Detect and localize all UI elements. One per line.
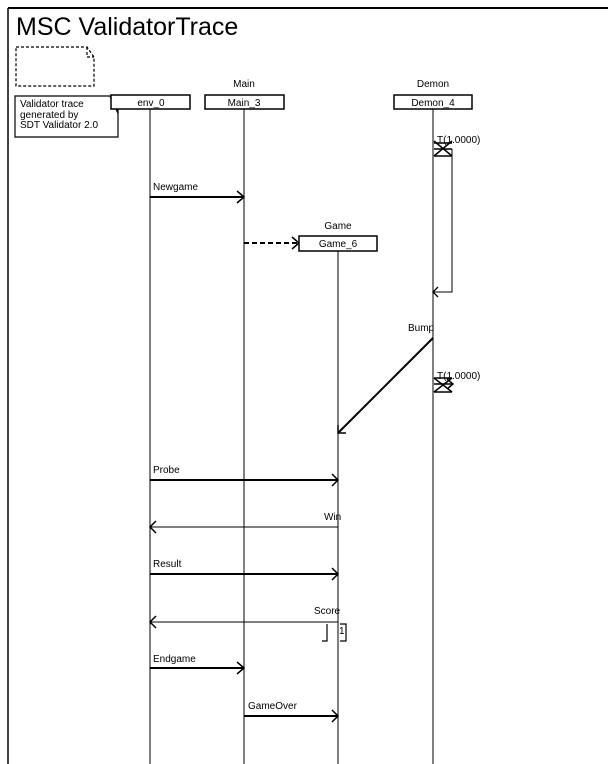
message-label: Probe [153, 465, 180, 476]
message-newgame[interactable] [150, 190, 246, 204]
message-label: Newgame [153, 182, 198, 193]
diagram-title: MSC ValidatorTrace [16, 13, 238, 41]
message-label: GameOver [248, 701, 298, 712]
message-score[interactable] [148, 615, 338, 629]
message-endgame[interactable] [150, 661, 246, 675]
document-icon [15, 46, 95, 87]
timer-set [433, 377, 455, 393]
parameter-bracket [322, 623, 347, 642]
create-game[interactable] [244, 236, 301, 250]
comment-line-3: SDT Validator 2.0 [20, 120, 98, 131]
message-result[interactable] [150, 567, 340, 581]
comment-box: Validator trace generated by SDT Validat… [14, 95, 119, 138]
message-win[interactable] [148, 520, 338, 534]
instance-name: Game_6 [319, 239, 358, 250]
timer-label: T(1.0000) [437, 135, 480, 146]
instance-env[interactable]: env_0 [110, 94, 191, 764]
instance-name: Demon_4 [411, 98, 455, 109]
message-probe[interactable] [150, 473, 340, 487]
instance-game[interactable]: Game Game_6 [298, 221, 378, 764]
instance-type-label: Game [324, 221, 352, 232]
instance-type-label: Main [233, 79, 255, 90]
message-bump[interactable] [337, 337, 434, 434]
instance-demon[interactable]: Demon Demon_4 [393, 79, 473, 764]
instance-main[interactable]: Main Main_3 [204, 79, 285, 764]
message-label: Endgame [153, 654, 196, 665]
timer-set [432, 140, 453, 298]
comment-line-1: Validator trace [20, 99, 84, 110]
instance-name: Main_3 [228, 98, 261, 109]
message-label: Bump [408, 323, 435, 334]
timer-label: T(1.0000) [437, 371, 480, 382]
message-label: Result [153, 559, 182, 570]
message-parameter: 1 [339, 626, 345, 637]
comment-line-2: generated by [20, 110, 78, 121]
instance-type-label: Demon [417, 79, 449, 90]
instance-name: env_0 [137, 98, 165, 109]
message-gameover[interactable] [244, 709, 340, 723]
message-label: Score [314, 606, 341, 617]
message-label: Win [324, 512, 341, 523]
diagram-frame [7, 7, 608, 764]
